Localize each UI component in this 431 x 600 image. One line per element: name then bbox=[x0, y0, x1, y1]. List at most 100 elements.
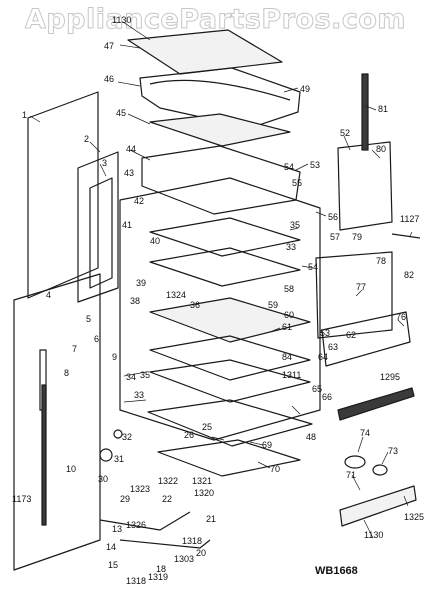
callout-label: 42 bbox=[134, 196, 145, 206]
knob-74-part bbox=[344, 455, 366, 469]
callout-label: 76 bbox=[396, 312, 407, 322]
callout-label: 14 bbox=[106, 542, 117, 552]
callout-label: 1323 bbox=[130, 484, 151, 494]
callout-label: 1325 bbox=[404, 512, 425, 522]
callout-label: 1311 bbox=[282, 370, 302, 380]
callout-label: 79 bbox=[352, 232, 363, 242]
lower-rack-part bbox=[149, 335, 311, 381]
callout-label: 33 bbox=[286, 242, 297, 252]
linkage-21-part bbox=[99, 511, 191, 531]
callout-label: 8 bbox=[64, 368, 70, 378]
callout-label: 40 bbox=[150, 236, 161, 246]
callout-label: 52 bbox=[340, 128, 351, 138]
callout-label: 22 bbox=[162, 494, 173, 504]
callout-label: 18 bbox=[156, 564, 167, 574]
callout-label: 65 bbox=[312, 384, 323, 394]
middle-rack-part bbox=[149, 247, 301, 287]
lower-door-part bbox=[315, 251, 393, 339]
broil-rack-part bbox=[149, 359, 311, 403]
callout-label: 48 bbox=[306, 432, 317, 442]
callout-label: 1303 bbox=[174, 554, 195, 564]
left-side-panel-part bbox=[27, 91, 99, 299]
callout-label: 44 bbox=[126, 144, 137, 154]
vent-part bbox=[89, 177, 113, 289]
callout-label: 1295 bbox=[380, 372, 401, 382]
callout-label: 60 bbox=[284, 310, 295, 320]
callout-label: 9 bbox=[112, 352, 118, 362]
callout-label: 69 bbox=[262, 440, 273, 450]
rod-82-part bbox=[391, 233, 421, 239]
bottom-tray-part bbox=[147, 399, 313, 447]
callout-label: 80 bbox=[376, 144, 387, 154]
callout-label: 82 bbox=[404, 270, 415, 280]
callout-label: 1318 bbox=[182, 536, 203, 546]
upper-rack-part bbox=[149, 217, 301, 257]
knob-73-part bbox=[372, 464, 388, 476]
callout-label: 55 bbox=[292, 178, 303, 188]
lower-left-panel-part bbox=[13, 273, 101, 571]
callout-label: 7 bbox=[72, 344, 78, 354]
callout-label: 26 bbox=[184, 430, 195, 440]
callout-label: 5 bbox=[86, 314, 92, 324]
callout-label: 77 bbox=[356, 282, 367, 292]
callout-label: 1326 bbox=[126, 520, 147, 530]
callout-label: 29 bbox=[120, 494, 131, 504]
callout-label: 74 bbox=[360, 428, 371, 438]
callout-label: 2 bbox=[84, 134, 90, 144]
callout-label: 31 bbox=[114, 454, 125, 464]
callout-label: 64 bbox=[318, 352, 329, 362]
callout-label: 45 bbox=[116, 108, 127, 118]
callout-label: 33 bbox=[134, 390, 145, 400]
callout-label: 1127 bbox=[400, 214, 420, 224]
callout-label: 34 bbox=[126, 372, 137, 382]
callout-label: 4 bbox=[46, 290, 52, 300]
callout-label: 58 bbox=[284, 284, 295, 294]
wire-31-part bbox=[99, 448, 113, 462]
diagram-model-code: WB1668 bbox=[315, 565, 358, 577]
callout-label: 21 bbox=[206, 514, 217, 524]
drawer-front-part bbox=[321, 311, 411, 367]
switch-32-part bbox=[113, 429, 123, 439]
callout-label: 49 bbox=[300, 84, 311, 94]
upper-door-part bbox=[337, 141, 393, 231]
callout-label: 1 bbox=[22, 110, 28, 120]
callout-label: 41 bbox=[122, 220, 133, 230]
grille-part bbox=[337, 387, 415, 421]
callout-label: 1318 bbox=[126, 576, 147, 586]
base-plate-part bbox=[157, 439, 301, 477]
callout-label: 53 bbox=[310, 160, 321, 170]
callout-label: 57 bbox=[330, 232, 341, 242]
strip-8-part bbox=[41, 384, 47, 526]
callout-label: 46 bbox=[104, 74, 115, 84]
callout-label: 1130 bbox=[364, 530, 384, 540]
oven-cavity-part bbox=[119, 177, 321, 441]
door-handle-part bbox=[361, 73, 369, 151]
callout-label: 36 bbox=[190, 300, 201, 310]
callout-label: 56 bbox=[328, 212, 339, 222]
callout-label: 1130 bbox=[112, 15, 132, 25]
top-frame-part bbox=[139, 67, 301, 129]
callout-label: 1319 bbox=[148, 572, 169, 582]
callout-label: 30 bbox=[98, 474, 109, 484]
callout-label: 54 bbox=[284, 162, 295, 172]
top-frame-curve bbox=[149, 79, 291, 101]
kick-panel-part bbox=[339, 485, 417, 527]
callout-label: 1321 bbox=[192, 476, 213, 486]
site-watermark: AppliancePartsPros.com bbox=[24, 4, 407, 36]
callout-label: 61 bbox=[282, 322, 293, 332]
broiler-pan-part bbox=[149, 297, 311, 343]
callout-label: 1322 bbox=[158, 476, 179, 486]
callout-label: 39 bbox=[136, 278, 147, 288]
callout-label: 63 bbox=[328, 342, 339, 352]
callout-label: 1320 bbox=[194, 488, 215, 498]
callout-label: 73 bbox=[388, 446, 399, 456]
callout-label: 66 bbox=[322, 392, 333, 402]
callout-label: 71 bbox=[346, 470, 357, 480]
callout-label: 35 bbox=[140, 370, 151, 380]
inner-panel-part bbox=[77, 151, 119, 303]
insulation-part bbox=[149, 113, 291, 147]
callout-label: 20 bbox=[196, 548, 207, 558]
linkage-20-part bbox=[119, 539, 211, 549]
callout-label: 54 bbox=[308, 262, 319, 272]
